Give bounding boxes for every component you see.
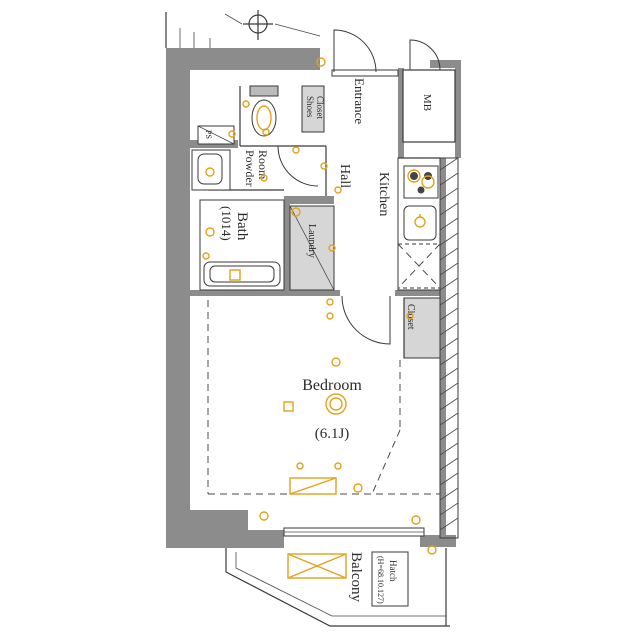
- kitchen-label: Kitchen: [376, 172, 391, 216]
- bathtub-icon: [203, 261, 281, 287]
- laundry-area: Laundry: [289, 205, 335, 291]
- site-boundary: [165, 12, 211, 48]
- hatch: Hatch (H=68.10.127): [371, 551, 409, 607]
- shoes-closet-label: ShoesCloset: [305, 96, 325, 120]
- bath-label: Bath: [234, 212, 250, 241]
- mb-cabinet: MB: [402, 39, 456, 143]
- hatch-label: Hatch: [388, 560, 398, 582]
- bedroom-size-label: (6.1J): [315, 426, 350, 442]
- bedroom-label: Bedroom: [302, 377, 362, 394]
- sink-icon: [403, 205, 437, 241]
- ps-label: PS: [204, 130, 213, 139]
- closet: Closet: [403, 297, 441, 359]
- ps-shaft: PS: [197, 125, 235, 145]
- outlet-icon: [228, 57, 437, 555]
- fridge-space: [397, 243, 441, 289]
- toilet-icon: [249, 85, 279, 137]
- entrance-door: [331, 29, 399, 77]
- balcony: Balcony Hatch (H=68.10.127): [225, 548, 450, 627]
- bedroom-outline: [207, 300, 440, 495]
- exterior-walls: [166, 48, 461, 548]
- balcony-label: Balcony: [348, 552, 364, 602]
- kitchen-counter: [397, 157, 441, 291]
- laundry-label: Laundry: [306, 224, 317, 258]
- ceiling-light-icon: [325, 393, 347, 415]
- powder-room: PowderRoom: [191, 85, 319, 191]
- bedroom-door: [341, 295, 391, 345]
- outdoor-unit: [287, 553, 347, 579]
- north-compass-icon: [224, 10, 321, 40]
- shoes-closet: ShoesCloset: [301, 85, 325, 133]
- balcony-window: [283, 527, 425, 537]
- mb-label: MB: [421, 94, 433, 111]
- hall-label: Hall: [337, 164, 352, 188]
- stove-icon: [403, 165, 439, 199]
- entrance-label: Entrance: [352, 78, 367, 124]
- ac-unit: [289, 477, 337, 495]
- powder-room-label: PowderRoom: [243, 150, 270, 187]
- bathroom: Bath (1014): [199, 199, 285, 291]
- closet-label: Closet: [405, 304, 416, 330]
- hatch-spec-label: (H=68.10.127): [376, 556, 385, 604]
- bath-size-label: (1014): [219, 206, 234, 241]
